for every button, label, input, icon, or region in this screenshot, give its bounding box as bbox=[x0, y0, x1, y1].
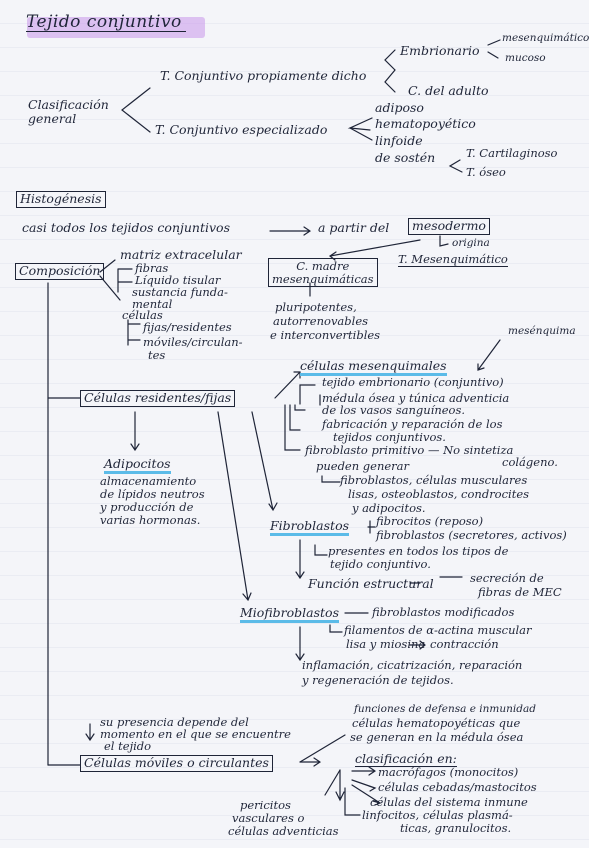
presencia-3: el tejido bbox=[104, 739, 152, 753]
c-madre-line2: mesenquimáticas bbox=[272, 271, 374, 286]
fibroblastos-label: Fibroblastos bbox=[270, 519, 350, 536]
contraccion: contracción bbox=[430, 637, 499, 651]
clasificacion-en: clasificación en: bbox=[355, 751, 457, 767]
fijas: fijas/residentes bbox=[143, 320, 232, 334]
inflamacion-2: y regeneración de tejidos. bbox=[302, 673, 454, 687]
mesenquimatico: mesenquimático bbox=[502, 32, 589, 44]
origina-text: origina bbox=[452, 237, 490, 249]
res-item-5: fibroblasto primitivo — No sintetiza bbox=[305, 443, 514, 457]
cartilaginoso: T. Cartilaginoso bbox=[466, 146, 558, 160]
histogenesis-text: casi todos los tejidos conjuntivos bbox=[22, 220, 231, 235]
composicion-label: Composición bbox=[15, 263, 105, 280]
especializado: T. Conjuntivo especializado bbox=[155, 122, 328, 137]
miofibroblastos-label: Miofibroblastos bbox=[240, 606, 339, 623]
secretores: fibroblastos (secretores, activos) bbox=[376, 528, 567, 542]
linfocitos-2: ticas, granulocitos. bbox=[400, 821, 512, 835]
res-item-8: fibroblastos, células musculares bbox=[340, 473, 528, 487]
filamentos-1: filamentos de α-actina muscular bbox=[344, 623, 532, 637]
adipo-line-3: varias hormonas. bbox=[100, 513, 201, 527]
secrecion-2: fibras de MEC bbox=[478, 585, 562, 599]
clasificacion-label: Clasificación general bbox=[28, 97, 109, 127]
liquido: Líquido tisular bbox=[135, 273, 221, 287]
pericitos-0: pericitos bbox=[240, 798, 291, 812]
c-madre-box: C. madre mesenquimáticas bbox=[268, 258, 378, 288]
adulto: C. del adulto bbox=[408, 83, 489, 98]
res-item-0: tejido embrionario (conjuntivo) bbox=[322, 375, 504, 389]
fibras: fibras bbox=[135, 261, 169, 275]
t-mesenquimatico: T. Mesenquimático bbox=[398, 252, 508, 267]
res-item-9: lisas, osteoblastos, condrocites bbox=[348, 487, 530, 501]
matriz: matriz extracelular bbox=[120, 247, 242, 262]
inflamacion-1: inflamación, cicatrización, reparación bbox=[302, 658, 523, 672]
adipocitos-label: Adipocitos bbox=[104, 457, 171, 474]
filamentos-2: lisa y miosina bbox=[346, 637, 426, 651]
title-highlight bbox=[27, 17, 205, 38]
moviles-1: móviles/circulan- bbox=[143, 335, 243, 349]
adiposo: adiposo bbox=[375, 100, 424, 115]
macrofagos: macrófagos (monocitos) bbox=[378, 765, 519, 779]
celulas-mesenquimales: células mesenquimales bbox=[300, 359, 447, 376]
res-item-6: colágeno. bbox=[502, 455, 558, 469]
mucoso: mucoso bbox=[505, 52, 546, 64]
res-item-4: tejidos conjuntivos. bbox=[333, 430, 446, 444]
moviles-2: tes bbox=[148, 348, 166, 362]
sosten: de sostén bbox=[375, 150, 436, 165]
cebadas: células cebadas/mastocitos bbox=[378, 780, 537, 794]
oseo: T. óseo bbox=[466, 165, 506, 179]
presencia-1: su presencia depende del bbox=[100, 715, 249, 729]
modificados: fibroblastos modificados bbox=[372, 605, 515, 619]
sistema-inmune: células del sistema inmune bbox=[370, 795, 528, 809]
propiamente-dicho: T. Conjuntivo propiamente dicho bbox=[160, 68, 367, 83]
mesodermo-box: mesodermo bbox=[408, 218, 490, 235]
embrionario: Embrionario bbox=[400, 43, 480, 58]
sustancia-1: sustancia funda- bbox=[132, 285, 228, 299]
presentes-1: presentes en todos los tipos de bbox=[328, 544, 509, 558]
res-item-2: de los vasos sanguíneos. bbox=[322, 403, 466, 417]
linfoide: linfoide bbox=[375, 133, 423, 148]
fibrocitos: fibrocitos (reposo) bbox=[376, 514, 484, 528]
funciones-1: funciones de defensa e inmunidad bbox=[354, 703, 536, 715]
prop-2: autorrenovables bbox=[273, 314, 369, 328]
prop-3: e interconvertibles bbox=[270, 328, 381, 342]
res-item-7: pueden generar bbox=[316, 459, 410, 473]
celulas: células bbox=[122, 308, 163, 322]
c-madre-line1: C. madre bbox=[296, 259, 350, 273]
adipo-line-2: y producción de bbox=[100, 500, 194, 514]
page-title: Tejido conjuntivo bbox=[26, 14, 186, 32]
linfocitos-1: linfocitos, células plasmá- bbox=[362, 808, 513, 822]
sustancia-2: mental bbox=[132, 297, 173, 311]
histogenesis-label: Histogénesis bbox=[16, 191, 106, 208]
adipo-line-1: de lípidos neutros bbox=[100, 487, 205, 501]
funciones-2: células hematopoyéticas que bbox=[352, 716, 521, 730]
hematopoyetico: hematopoyético bbox=[375, 116, 476, 131]
moviles-label: Células móviles o circulantes bbox=[80, 755, 273, 772]
res-item-3: fabricación y reparación de los bbox=[322, 417, 503, 431]
funciones-3: se generan en la médula ósea bbox=[350, 730, 524, 744]
res-item-10: y adipocitos. bbox=[352, 501, 426, 515]
secrecion-1: secreción de bbox=[470, 571, 544, 585]
res-item-1: médula ósea y túnica adventicia bbox=[322, 391, 510, 405]
funcion-estructural: Función estructural bbox=[308, 576, 434, 591]
adipo-line-0: almacenamiento bbox=[100, 474, 197, 488]
pericitos-1: vasculares o bbox=[232, 811, 305, 825]
prop-1: pluripotentes, bbox=[275, 300, 357, 314]
presentes-2: tejido conjuntivo. bbox=[330, 557, 431, 571]
pericitos-2: células adventicias bbox=[228, 824, 339, 838]
mesenquima-note: mesénquima bbox=[508, 325, 576, 337]
partir-text: a partir del bbox=[318, 220, 390, 235]
presencia-2: momento en el que se encuentre bbox=[100, 727, 291, 741]
residentes-label: Células residentes/fijas bbox=[80, 390, 236, 407]
